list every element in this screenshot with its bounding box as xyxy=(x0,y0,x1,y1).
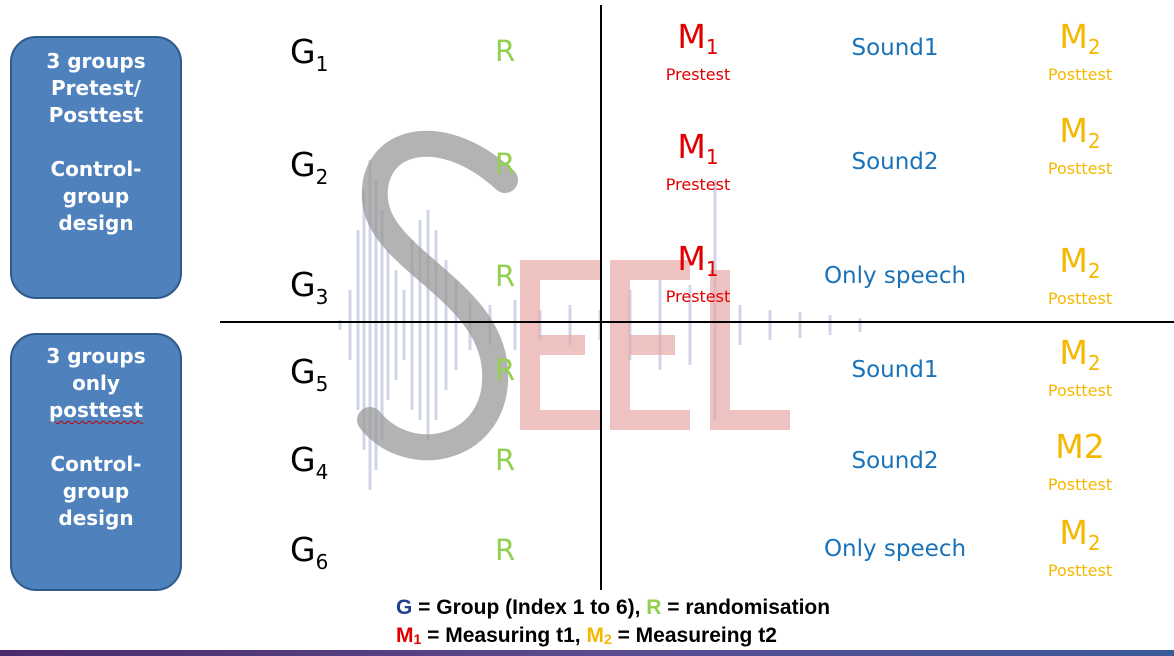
randomisation-label: R xyxy=(495,147,516,181)
watermark-letters-eel xyxy=(520,260,790,430)
side-line: design xyxy=(58,506,134,530)
pretest-measure: M1 Prestest xyxy=(665,17,731,84)
side-line: Pretest/ xyxy=(51,76,141,100)
side-line: 3 groups xyxy=(46,49,146,73)
group-label: G6 xyxy=(290,530,329,574)
randomisation-label: R xyxy=(495,353,516,387)
group-label: G1 xyxy=(290,32,329,76)
legend-r-text: = randomisation xyxy=(661,596,831,619)
legend-m2-symbol: M2 xyxy=(586,624,612,647)
side-line-underlined: posttest xyxy=(48,398,144,422)
side-line: Posttest xyxy=(48,103,144,127)
group-label: G5 xyxy=(290,352,329,396)
side-line: design xyxy=(58,211,134,235)
pretest-measure: M1 Prestest xyxy=(665,127,731,194)
side-line: Control- xyxy=(50,157,142,181)
side-line: Control- xyxy=(50,452,142,476)
group-label: G2 xyxy=(290,145,329,189)
bottom-bar xyxy=(0,650,1174,656)
randomisation-label: R xyxy=(495,443,516,477)
seel-watermark-logo xyxy=(338,130,862,490)
vertical-divider xyxy=(600,5,602,590)
pretest-measure: M1 Prestest xyxy=(665,239,731,306)
posttest-measure: M2 Posttest xyxy=(1047,427,1113,494)
legend-g-text: = Group (Index 1 to 6), xyxy=(412,596,647,619)
legend-r-symbol: R xyxy=(646,596,662,619)
treatment-label: Sound2 xyxy=(851,149,939,175)
side-line: group xyxy=(62,184,130,208)
side-line xyxy=(12,424,180,451)
legend-m2-text: = Measureing t2 xyxy=(611,624,777,647)
group-label: G4 xyxy=(290,440,329,484)
side-box-only-posttest: 3 groups only posttest Control- group de… xyxy=(10,333,182,591)
legend-m1-symbol: M1 xyxy=(396,624,422,647)
horizontal-divider xyxy=(220,321,1174,323)
posttest-measure: M2 Posttest xyxy=(1047,17,1113,84)
posttest-measure: M2 Posttest xyxy=(1047,513,1113,580)
legend-g-symbol: G xyxy=(396,596,413,619)
treatment-label: Sound2 xyxy=(851,448,939,474)
side-box-pretest-posttest: 3 groups Pretest/ Posttest Control- grou… xyxy=(10,36,182,299)
randomisation-label: R xyxy=(495,533,516,567)
treatment-label: Only speech xyxy=(823,536,967,562)
group-label: G3 xyxy=(290,265,329,309)
side-line: group xyxy=(62,479,130,503)
side-line: posttest xyxy=(12,397,180,424)
randomisation-label: R xyxy=(495,34,516,68)
legend-line-2: M1 = Measuring t1, M2 = Measureing t2 xyxy=(396,624,777,651)
posttest-measure: M2 Posttest xyxy=(1047,241,1113,308)
watermark-letter-s xyxy=(357,130,518,461)
legend-m1-text: = Measuring t1, xyxy=(421,624,587,647)
treatment-label: Only speech xyxy=(823,263,967,289)
randomisation-label: R xyxy=(495,259,516,293)
posttest-measure: M2 Posttest xyxy=(1047,111,1113,178)
legend-line-1: G = Group (Index 1 to 6), R = randomisat… xyxy=(396,596,830,620)
treatment-label: Sound1 xyxy=(851,35,939,61)
side-line: 3 groups xyxy=(46,344,146,368)
treatment-label: Sound1 xyxy=(851,357,939,383)
posttest-measure: M2 Posttest xyxy=(1047,333,1113,400)
side-line xyxy=(12,129,180,156)
side-line: only xyxy=(72,371,120,395)
